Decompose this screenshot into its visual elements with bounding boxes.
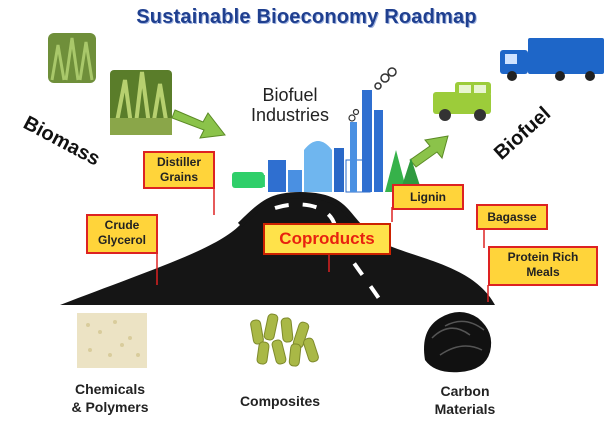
corn-field-icon: [110, 70, 172, 135]
industries-line-1: Biofuel: [262, 85, 318, 105]
bagasse-text: Bagasse: [487, 210, 537, 224]
distiller-grains-line-1: Distiller: [156, 155, 201, 169]
protein-rich-meals-box: Protein Rich Meals: [488, 246, 598, 286]
grass-icon: [232, 172, 264, 188]
carbon-materials-image: [424, 312, 492, 373]
chemicals-polymers-label: Chemicals & Polymers: [50, 380, 170, 416]
truck-icon: [500, 38, 604, 81]
crude-glycerol-line-2: Glycerol: [97, 233, 147, 247]
protein-rich-meals-line-2: Meals: [526, 265, 560, 279]
label-pointers: [156, 186, 489, 302]
diagram-title: Sustainable Bioeconomy Roadmap: [136, 6, 477, 28]
coproducts-sign: Coproducts: [263, 223, 391, 255]
protein-rich-meals-line-1: Protein Rich: [507, 250, 579, 264]
crude-glycerol-line-1: Crude: [104, 218, 140, 232]
biofuel-industries-label: Biofuel Industries: [235, 85, 345, 125]
chemicals-line-2: & Polymers: [71, 399, 149, 415]
crude-glycerol-box: Crude Glycerol: [86, 214, 158, 254]
chemicals-line-1: Chemicals: [74, 381, 146, 397]
chemicals-polymers-image: [77, 313, 147, 368]
carbon-line-1: Carbon: [440, 383, 490, 399]
lignin-box: Lignin: [392, 184, 464, 210]
bagasse-box: Bagasse: [476, 204, 548, 230]
lignin-text: Lignin: [410, 190, 446, 204]
distiller-grains-line-2: Grains: [159, 170, 198, 184]
van-icon: [433, 82, 491, 121]
arrow-right-icon: [171, 109, 226, 139]
distiller-grains-box: Distiller Grains: [143, 151, 215, 189]
carbon-line-2: Materials: [434, 401, 496, 417]
biomass-plant-icon: [48, 33, 96, 83]
composites-label: Composites: [239, 393, 321, 409]
industries-line-2: Industries: [250, 105, 330, 125]
composites-pellets-image: [250, 313, 319, 367]
arrow-up-right-icon: [409, 135, 449, 168]
carbon-materials-label: Carbon Materials: [405, 382, 525, 418]
